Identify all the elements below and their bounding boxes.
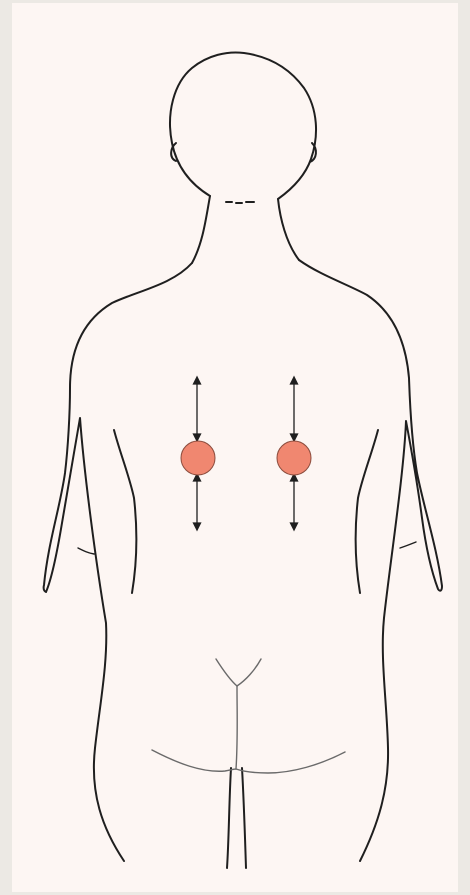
right-gluteal-fold xyxy=(236,752,345,773)
right-elbow-mark xyxy=(400,542,416,548)
right-leg-inner xyxy=(242,768,246,868)
left-up-arrowhead-top xyxy=(194,377,201,384)
gluteal-cleft xyxy=(236,686,237,769)
left-elbow-mark xyxy=(78,548,94,554)
right-up-arrowhead-bottom xyxy=(291,434,298,441)
left-up-arrowhead-bottom xyxy=(194,434,201,441)
left-marker xyxy=(181,441,215,475)
neck-left xyxy=(192,196,210,263)
left-down-arrowhead-bottom xyxy=(194,523,201,530)
right-inner-arm xyxy=(356,430,378,593)
left-inner-arm xyxy=(114,430,136,593)
right-marker xyxy=(277,441,311,475)
left-leg-inner xyxy=(227,768,231,868)
left-gluteal-fold xyxy=(152,750,236,771)
diagram-panel xyxy=(12,3,458,892)
body-back-diagram xyxy=(12,3,458,892)
sacral-v-right xyxy=(237,659,261,686)
torso-left-outline xyxy=(44,263,192,861)
head-outline xyxy=(170,53,316,199)
neck-line xyxy=(226,202,254,203)
torso-right-outline xyxy=(299,260,442,861)
neck-right xyxy=(278,199,299,260)
sacral-v-left xyxy=(216,659,237,686)
right-down-arrowhead-bottom xyxy=(291,523,298,530)
right-up-arrowhead-top xyxy=(291,377,298,384)
